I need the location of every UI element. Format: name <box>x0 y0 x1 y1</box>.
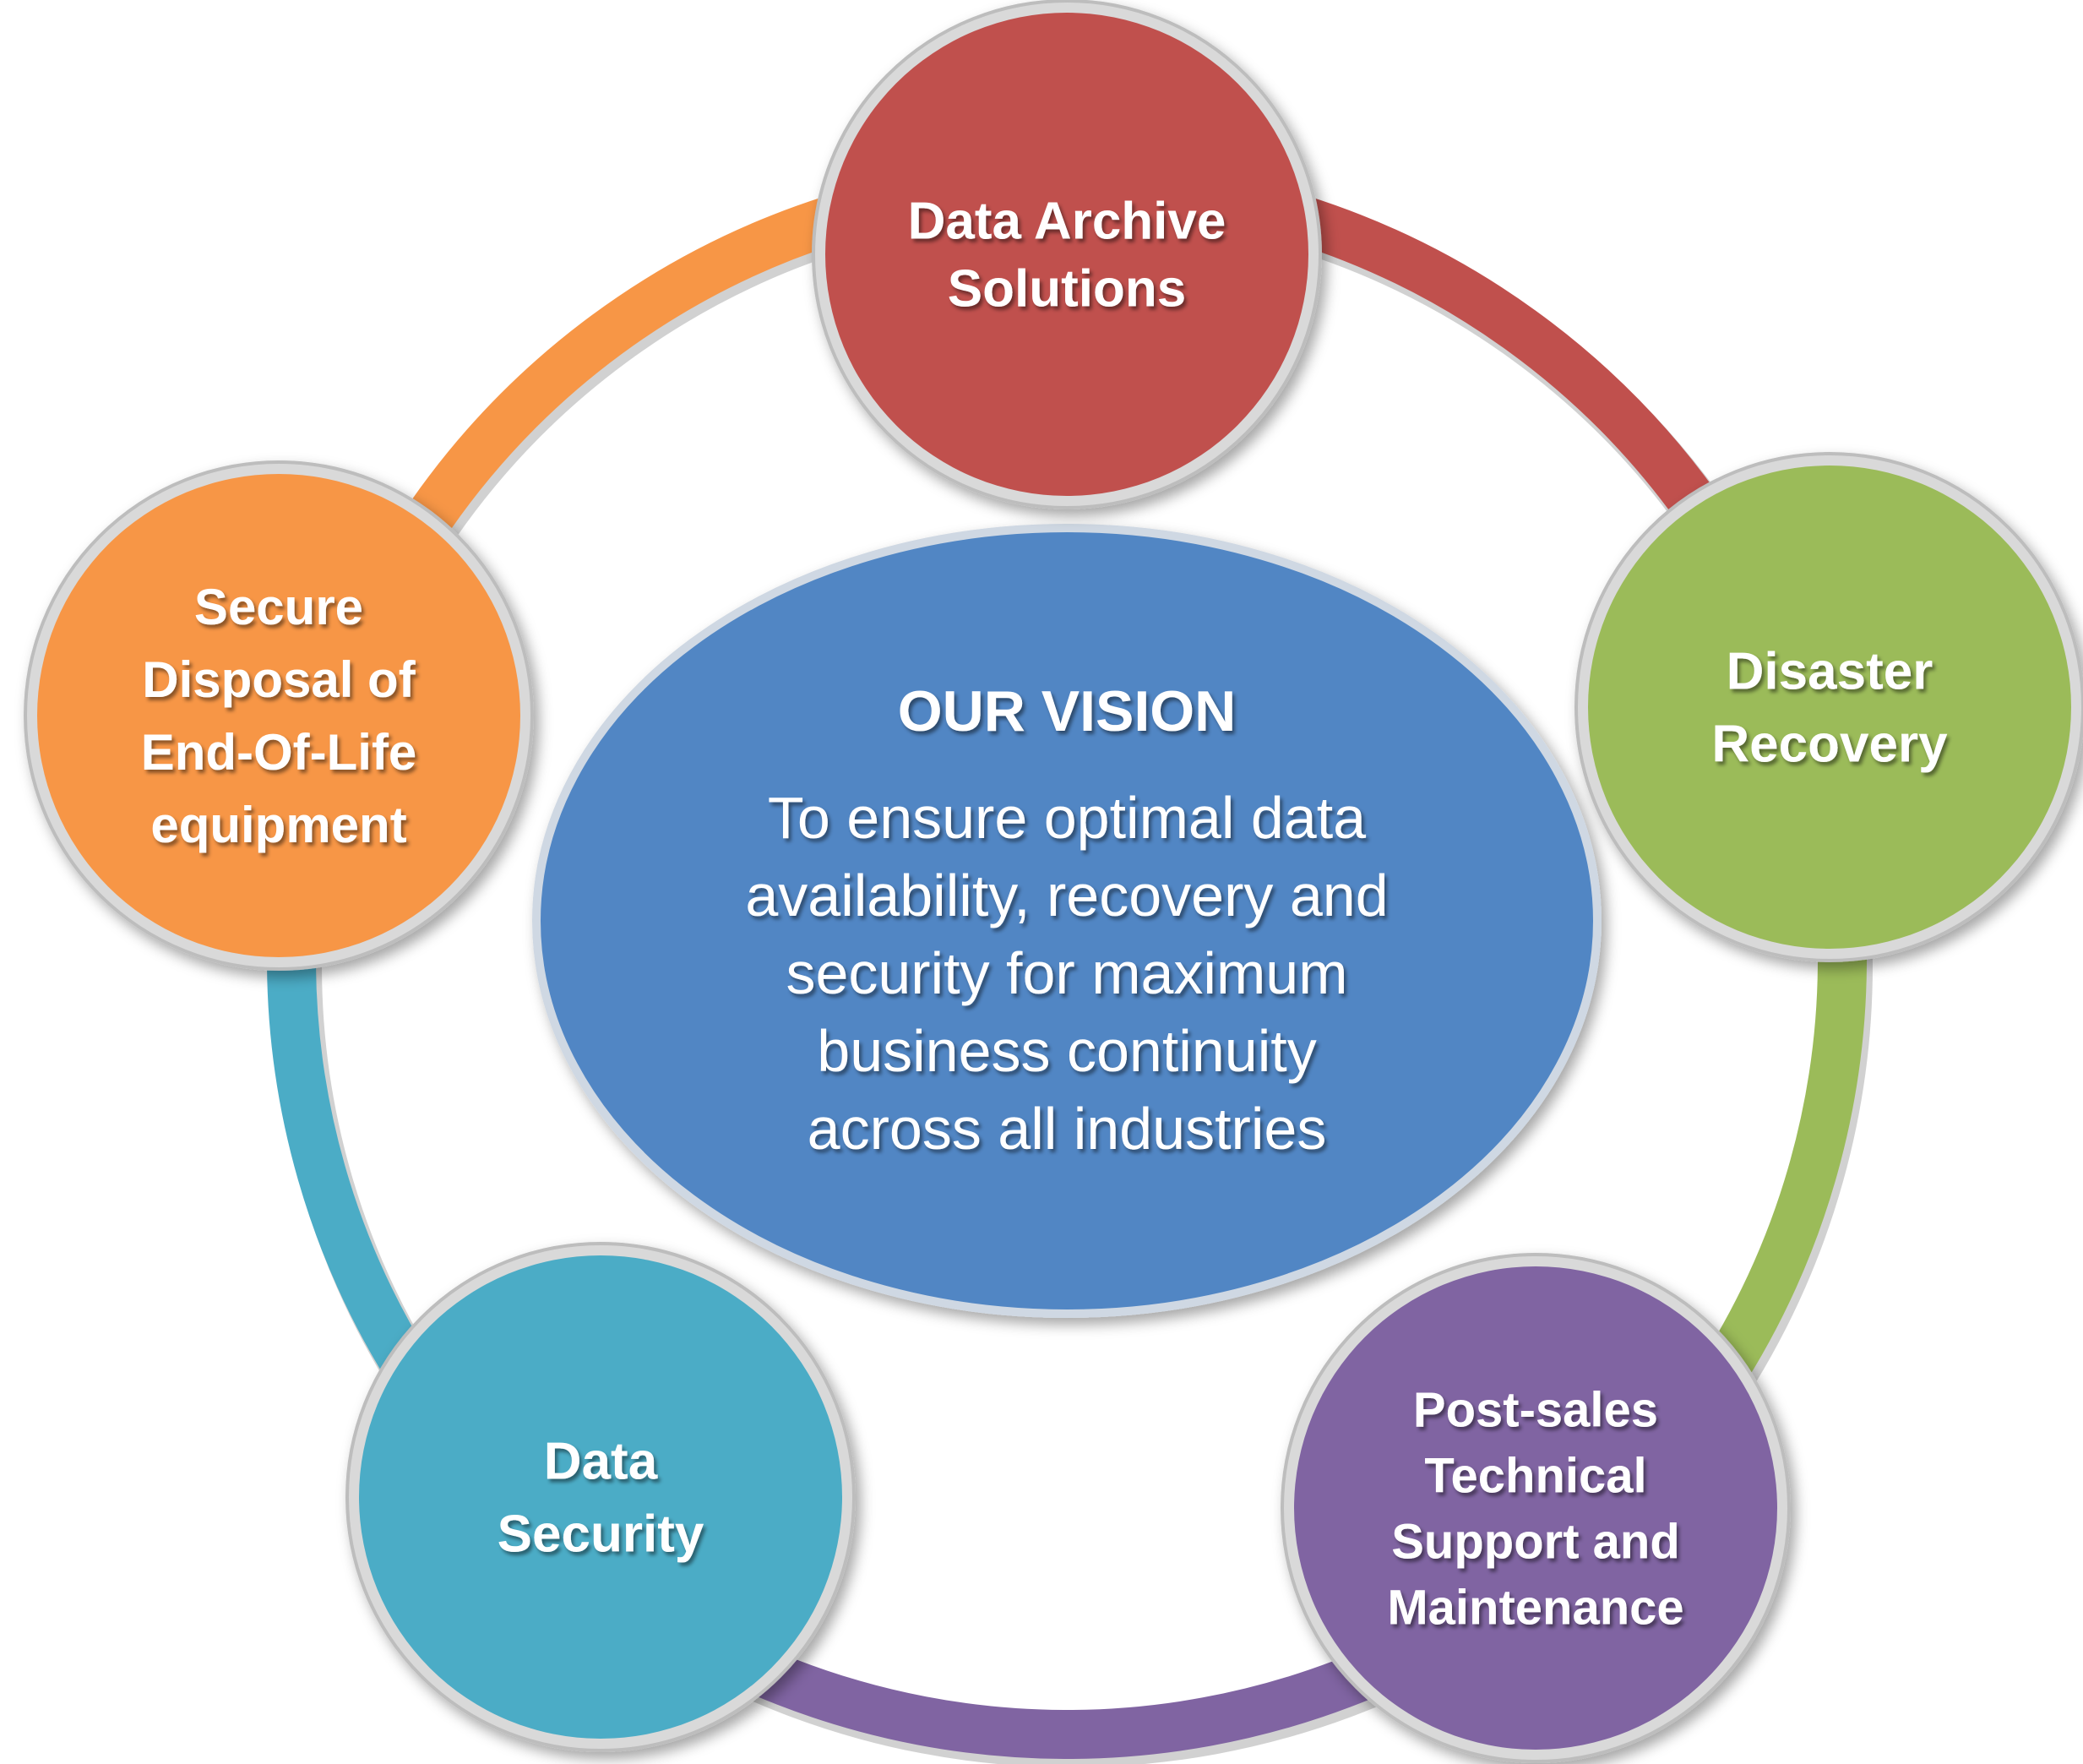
node-circle <box>37 474 520 957</box>
center-ellipse-group: OUR VISION To ensure optimal data availab… <box>532 524 1602 1318</box>
node-label-line: Disaster <box>1727 643 1933 701</box>
node-label-line: Security <box>498 1505 704 1564</box>
node-circle <box>1294 1266 1777 1750</box>
vision-title: OUR VISION <box>898 679 1237 743</box>
vision-line: business continuity <box>817 1018 1316 1084</box>
vision-line: across all industries <box>808 1096 1327 1162</box>
vision-line: security for maximum <box>786 940 1347 1006</box>
vision-line: availability, recovery and <box>745 863 1388 928</box>
center-ellipse <box>532 524 1602 1318</box>
node-label-line: Technical <box>1424 1448 1646 1503</box>
node-circle <box>1588 466 2071 949</box>
vision-statement: To ensure optimal data availability, reco… <box>745 785 1388 1162</box>
node-label-line: Disposal of <box>142 651 416 708</box>
node-label-line: Solutions <box>948 260 1186 318</box>
node-circle <box>825 13 1308 496</box>
node-label-line: Data <box>544 1433 658 1491</box>
service-nodes: Data ArchiveSolutionsDisasterRecoveryPos… <box>24 0 2083 1763</box>
node-label-line: Post-sales <box>1413 1382 1658 1437</box>
node-label-line: End-Of-Life <box>141 724 417 781</box>
node-circle <box>359 1255 842 1739</box>
node-label-line: Support and <box>1391 1514 1680 1569</box>
node-label-line: Secure <box>194 579 363 635</box>
node-label-line: Maintenance <box>1387 1580 1683 1635</box>
node-label-line: Recovery <box>1711 716 1948 774</box>
node-label-line: Data Archive <box>908 193 1226 251</box>
vision-line: To ensure optimal data <box>768 785 1366 851</box>
node-label-line: equipment <box>150 797 406 853</box>
